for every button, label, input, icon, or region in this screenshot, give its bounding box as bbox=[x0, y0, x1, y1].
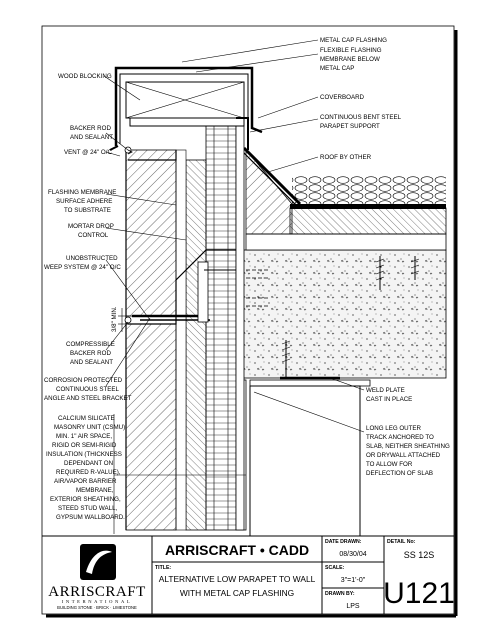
backup-wall bbox=[205, 125, 237, 531]
arriscraft-logo: ARRISCRAFT INTERNATIONAL BUILDING STONE … bbox=[48, 544, 146, 610]
wall-note-1: CALCIUM SILICATE bbox=[58, 415, 115, 422]
wall-note-7: REQUIRED R-VALUE), bbox=[56, 469, 121, 476]
label-backer-rod-2: AND SEALANT bbox=[70, 134, 113, 141]
slab-edge-anchors bbox=[240, 269, 270, 307]
logo-sub: INTERNATIONAL bbox=[62, 599, 133, 604]
interior-stud bbox=[249, 385, 361, 537]
label-flexible-flashing-2: MEMBRANE BELOW bbox=[320, 56, 380, 63]
label-flexible-flashing-1: FLEXIBLE FLASHING bbox=[320, 47, 382, 54]
title-line-1: ALTERNATIVE LOW PARAPET TO WALL bbox=[159, 574, 316, 584]
anchor-bolts bbox=[281, 256, 420, 378]
label-compressible-1: COMPRESSIBLE bbox=[66, 341, 115, 348]
masonry-veneer-upper bbox=[125, 149, 177, 317]
label-long-leg-2: TRACK ANCHORED TO bbox=[366, 434, 434, 441]
backer-rod-lower bbox=[124, 316, 132, 324]
label-weld-plate-1: WELD PLATE bbox=[366, 387, 405, 394]
leader-lines bbox=[103, 39, 365, 476]
label-mortar-drop-2: CONTROL bbox=[78, 232, 109, 239]
wall-note-2: MASONRY UNIT (CSMU), bbox=[54, 424, 127, 431]
concrete-slab bbox=[235, 249, 447, 379]
title-block: ARRISCRAFT INTERNATIONAL BUILDING STONE … bbox=[42, 535, 455, 614]
title-line-2: WITH METAL CAP FLASHING bbox=[180, 588, 294, 598]
roof-gravel bbox=[292, 176, 446, 204]
label-long-leg-6: DEFLECTION OF SLAB bbox=[366, 470, 433, 477]
logo-mark bbox=[80, 544, 116, 580]
wall-note-6: DEPENDANT ON bbox=[64, 460, 113, 467]
roof-insulation bbox=[289, 207, 447, 235]
detail-label: DETAIL No: bbox=[387, 539, 416, 545]
flexible-flashing-membrane bbox=[119, 73, 249, 144]
upper-flashing bbox=[128, 150, 177, 161]
label-backer-rod-1: BACKER ROD bbox=[70, 125, 111, 132]
annotation-labels: METAL CAP FLASHING FLEXIBLE FLASHING MEM… bbox=[44, 37, 450, 477]
label-long-leg-3: SLAB, NEITHER SHEATHING bbox=[366, 443, 450, 450]
label-mortar-drop-1: MORTAR DROP bbox=[68, 223, 114, 230]
masonry-veneer-lower bbox=[125, 323, 177, 531]
label-wood-blocking: WOOD BLOCKING bbox=[58, 73, 112, 80]
wall-note-10: EXTERIOR SHEATHING, bbox=[50, 496, 121, 503]
label-corrosion-2: CONTINUOUS STEEL bbox=[56, 386, 119, 393]
label-long-leg-4: OR DRYWALL ATTACHED bbox=[366, 452, 441, 459]
wall-assembly-note: CALCIUM SILICATE MASONRY UNIT (CSMU), MI… bbox=[46, 414, 127, 534]
sheathing bbox=[235, 119, 245, 531]
label-flashing-membrane-1: FLASHING MEMBRANE bbox=[48, 189, 116, 196]
company-title: ARRISCRAFT • CADD bbox=[165, 542, 309, 558]
label-steel-support-2: PARAPET SUPPORT bbox=[320, 123, 380, 130]
label-metal-cap-flashing: METAL CAP FLASHING bbox=[320, 37, 387, 44]
dimension-3-8-min bbox=[118, 308, 130, 332]
wall-note-4: RIGID OR SEMI-RIGID bbox=[52, 442, 117, 449]
air-space bbox=[175, 149, 187, 531]
label-corrosion-3: ANGLE AND STEEL BRACKET bbox=[44, 395, 132, 402]
date-value: 08/30/04 bbox=[339, 551, 366, 558]
label-long-leg-1: LONG LEG OUTER bbox=[366, 425, 422, 432]
vent bbox=[127, 149, 133, 155]
wall-note-5: INSULATION (THICKNESS bbox=[46, 451, 122, 458]
label-vent: VENT @ 24" O/C bbox=[64, 149, 112, 156]
wall-note-3: MIN. 1" AIR SPACE, bbox=[56, 433, 112, 440]
rigid-insulation bbox=[185, 159, 207, 531]
steel-angle-bracket bbox=[132, 261, 236, 323]
wall-note-12: GYPSUM WALLBOARD. bbox=[56, 514, 125, 521]
label-roof-by-other: ROOF BY OTHER bbox=[320, 154, 372, 161]
label-coverboard: COVERBOARD bbox=[320, 94, 365, 101]
label-compressible-3: AND SEALANT bbox=[70, 359, 113, 366]
label-corrosion-1: CORROSION PROTECTED bbox=[44, 377, 123, 384]
sheet-border bbox=[41, 25, 455, 615]
label-steel-support-1: CONTINUOUS BENT STEEL bbox=[320, 114, 402, 121]
label-compressible-2: BACKER ROD bbox=[70, 350, 111, 357]
label-dim-min: 3/8" MIN. bbox=[111, 306, 118, 332]
label-weep-1: UNOBSTRUCTED bbox=[66, 255, 118, 262]
detail-value: SS 12S bbox=[404, 550, 435, 560]
roof-deck bbox=[245, 233, 447, 251]
label-flexible-flashing-3: METAL CAP bbox=[320, 65, 354, 72]
label-weep-2: WEEP SYSTEM @ 24" O/C bbox=[44, 264, 121, 271]
label-flashing-membrane-2: SURFACE ADHERE bbox=[56, 198, 112, 205]
logo-tag: BUILDING STONE · BRICK · LIMESTONE bbox=[57, 605, 137, 610]
logo-name: ARRISCRAFT bbox=[48, 584, 146, 600]
scale-label: SCALE: bbox=[325, 565, 345, 571]
date-label: DATE DRAWN: bbox=[325, 539, 362, 545]
wall-note-8: AIR/VAPOR BARRIER bbox=[54, 478, 117, 485]
sheet-number: U121 bbox=[383, 577, 455, 610]
label-weld-plate-2: CAST IN PLACE bbox=[366, 396, 412, 403]
title-label: TITLE: bbox=[155, 565, 171, 571]
wall-note-9: MEMBRANE, bbox=[76, 487, 114, 494]
section-drawing bbox=[103, 39, 447, 537]
label-flashing-membrane-3: TO SUBSTRATE bbox=[64, 207, 111, 214]
metal-cap-flashing bbox=[114, 66, 263, 146]
drawn-value: LPS bbox=[346, 603, 360, 610]
label-long-leg-5: TO ALLOW FOR bbox=[366, 461, 413, 468]
coverboard-slope bbox=[242, 146, 302, 206]
scale-value: 3"=1'-0" bbox=[341, 577, 366, 584]
lower-flashing bbox=[128, 249, 236, 325]
drawn-label: DRAWN BY: bbox=[325, 591, 355, 597]
wall-note-11: STEED STUD WALL, bbox=[58, 505, 118, 512]
parapet-support bbox=[129, 117, 245, 127]
interior-track bbox=[249, 379, 371, 387]
membrane-slope bbox=[240, 149, 446, 207]
